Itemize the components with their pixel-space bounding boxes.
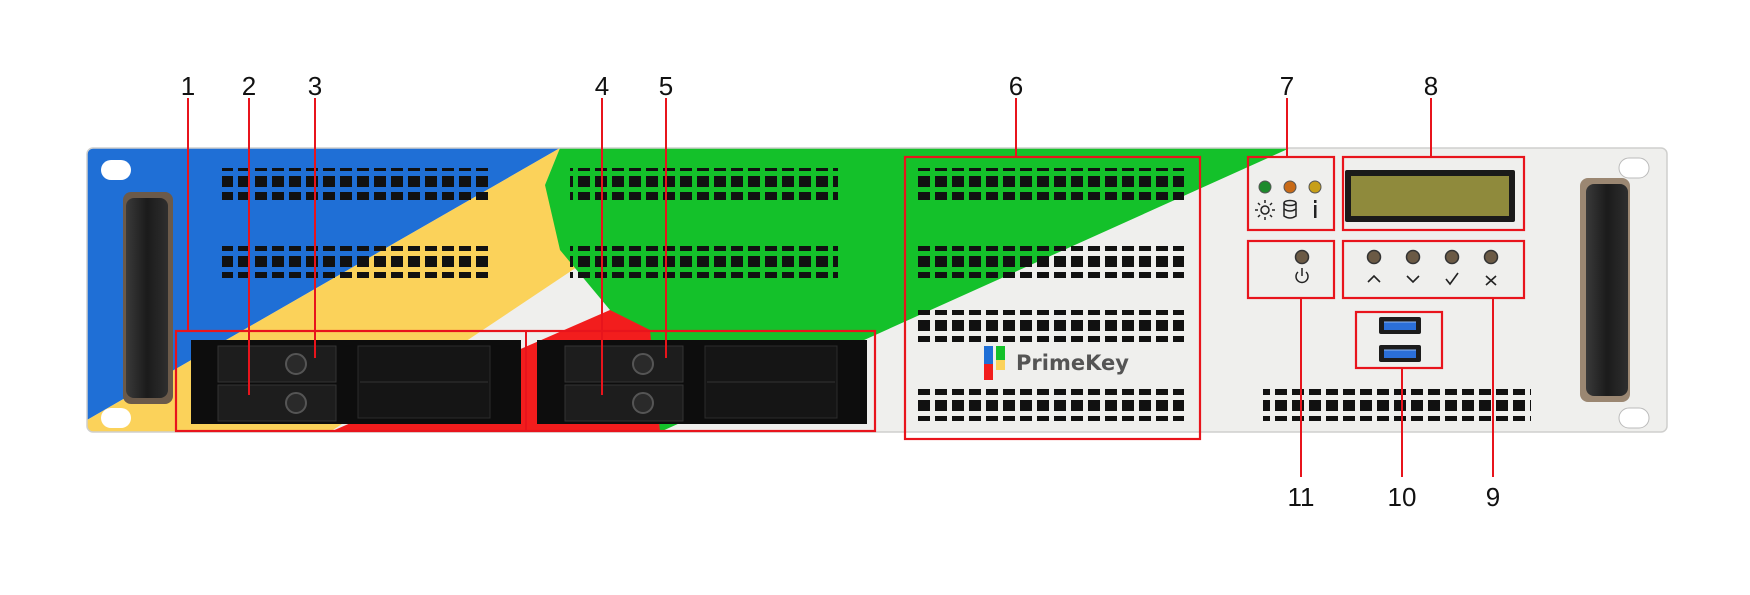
- callout-4: 4: [595, 71, 609, 101]
- vent-grille-right: [916, 168, 1184, 421]
- usb-port-top[interactable]: [1379, 317, 1421, 334]
- mount-hole: [1618, 407, 1650, 429]
- callout-8: 8: [1424, 71, 1438, 101]
- callout-9: 9: [1486, 482, 1500, 512]
- callout-7: 7: [1280, 71, 1294, 101]
- navigation-buttons: [1366, 249, 1499, 286]
- cancel-button[interactable]: [1483, 249, 1499, 286]
- up-button[interactable]: [1366, 249, 1382, 283]
- info-icon: [1314, 200, 1317, 218]
- right-handle[interactable]: [1580, 178, 1630, 402]
- callout-1: 1: [181, 71, 195, 101]
- chevron-up-icon: [1367, 274, 1381, 283]
- callout-numbers: 1 2 3 4 5 6 7 8 9 10 11: [181, 71, 1500, 512]
- vent-grille-left-top: [222, 168, 490, 278]
- callout-box-status-leds: [1246, 155, 1336, 232]
- status-led-panel: [1255, 180, 1322, 220]
- drive-bay-left[interactable]: [191, 340, 521, 424]
- sun-icon: [1255, 200, 1275, 220]
- callout-2: 2: [242, 71, 256, 101]
- mount-hole: [101, 160, 131, 180]
- drive-bay-right[interactable]: [537, 340, 867, 424]
- callout-11: 11: [1288, 482, 1315, 512]
- callout-box-power: [1246, 239, 1336, 300]
- callout-boxes: [174, 155, 1526, 441]
- lcd-display: [1345, 170, 1515, 222]
- callout-box-nav-buttons: [1341, 239, 1526, 300]
- brand-logo: PrimeKey: [984, 346, 1129, 380]
- callout-10: 10: [1388, 482, 1417, 512]
- vent-grille-middle: [570, 168, 838, 278]
- usb-ports: [1379, 317, 1421, 362]
- callout-5: 5: [659, 71, 673, 101]
- down-button[interactable]: [1405, 249, 1421, 284]
- database-icon: [1283, 199, 1297, 219]
- check-icon: [1445, 272, 1459, 286]
- vent-grille-lower-right: [1263, 389, 1531, 421]
- mount-hole: [101, 408, 131, 428]
- power-icon: [1295, 268, 1309, 284]
- power-button[interactable]: [1294, 249, 1310, 284]
- callout-box-usb: [1354, 310, 1444, 370]
- confirm-button[interactable]: [1444, 249, 1460, 286]
- left-handle[interactable]: [123, 192, 173, 404]
- mount-hole: [1618, 157, 1650, 179]
- close-icon: [1485, 275, 1497, 286]
- callout-leader-lines: [187, 98, 1494, 477]
- callout-box-vent: [903, 155, 1202, 441]
- callout-6: 6: [1009, 71, 1023, 101]
- usb-port-bottom[interactable]: [1379, 345, 1421, 362]
- callout-3: 3: [308, 71, 322, 101]
- brand-name: PrimeKey: [1016, 351, 1129, 375]
- callout-box-lcd: [1341, 155, 1526, 232]
- chevron-down-icon: [1406, 275, 1420, 284]
